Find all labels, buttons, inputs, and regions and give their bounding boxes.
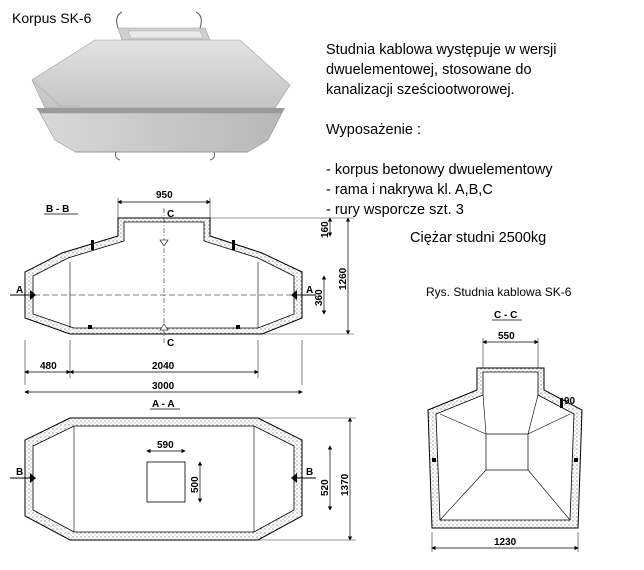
dim-590: 590 [157,440,174,451]
dim-480: 480 [40,361,57,372]
equipment-heading: Wyposażenie : [326,122,421,138]
dim-950: 950 [156,190,173,201]
weight-label: Ciężar studni 2500kg [410,230,547,246]
dim-90: 90 [564,396,576,407]
section-label: A - A [152,399,175,410]
equipment-item: - rury wsporcze szt. 3 [326,202,464,218]
dim-520: 520 [320,479,331,496]
section-bb: B - B C C A A [10,204,316,349]
marker-c: C [167,338,174,349]
description-line: kanalizacji sześciootworowej. [326,82,515,98]
dim-500: 500 [190,476,201,493]
dim-1370: 1370 [340,473,351,496]
marker-c: C [167,209,174,220]
dim-2040: 2040 [152,361,175,372]
marker-a: A [306,285,313,296]
description-block: Studnia kablowa występuje w wersji dwuel… [326,40,557,220]
description-line: dwuelementowej, stosowane do [326,62,532,78]
dim-360: 360 [314,289,325,306]
chamber-3d-render [31,11,291,161]
section-label: C - C [494,310,517,321]
product-title: Korpus SK-6 [12,10,92,26]
section-aa: A - A 590 500 B B 520 1370 [10,399,356,541]
equipment-item: - rama i nakrywa kl. A,B,C [326,182,493,198]
marker-b: B [306,467,313,478]
dim-3000: 3000 [152,381,175,392]
description-line: Studnia kablowa występuje w wersji [326,42,557,58]
marker-a: A [16,285,23,296]
bb-dimensions: 950 160 1260 360 480 2040 3000 [24,190,354,395]
dim-160: 160 [320,221,331,238]
figure-caption: Rys. Studnia kablowa SK-6 [426,285,572,299]
section-label: B - B [46,204,69,215]
dim-1230: 1230 [494,537,517,548]
dim-1260: 1260 [338,267,349,290]
dim-550: 550 [498,331,515,342]
equipment-item: - korpus betonowy dwuelementowy [326,162,553,178]
marker-b: B [16,467,23,478]
section-cc: C - C 550 90 1230 [427,310,583,552]
